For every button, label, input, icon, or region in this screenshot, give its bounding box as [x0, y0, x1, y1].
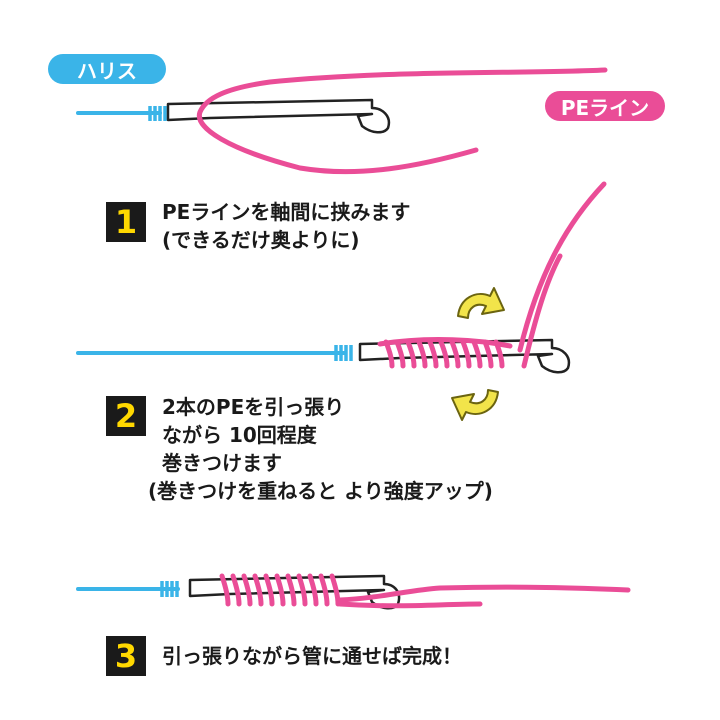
- step2-pe-line-c: [521, 253, 563, 369]
- pe-line-label: PEライン: [545, 91, 665, 121]
- step3-leader-wraps: [160, 581, 179, 597]
- step2-pe-line-b: [517, 181, 607, 353]
- step3-illustration: [76, 573, 631, 610]
- step2-line2: ながら 10回程度: [162, 423, 317, 447]
- step1-number: 1: [106, 202, 146, 242]
- step2-text: 2本のPEを引っ張り ながら 10回程度 巻きつけます (巻きつけを重ねると よ…: [148, 393, 493, 505]
- step1-line1: PEラインを軸間に挟みます: [162, 200, 411, 224]
- step2-line4: (巻きつけを重ねると より強度アップ): [148, 479, 493, 503]
- step3-pe-line-b: [337, 601, 483, 609]
- step1-illustration: [76, 67, 608, 175]
- step1-pe-line: [196, 67, 608, 175]
- step3-pe-wraps: [219, 573, 341, 607]
- step1-tube-tool: [166, 98, 391, 134]
- step1-leader-wraps: [148, 106, 167, 121]
- step2-illustration: [76, 181, 607, 421]
- harisu-label: ハリス: [48, 54, 166, 84]
- step2-line1: 2本のPEを引っ張り: [162, 395, 345, 419]
- rotation-arrow-bottom: [451, 389, 499, 421]
- step1-text: PEラインを軸間に挟みます (できるだけ奥よりに): [162, 198, 410, 254]
- step3-number: 3: [106, 636, 146, 676]
- step1-line2: (できるだけ奥よりに): [162, 228, 360, 252]
- step2-number: 2: [106, 396, 146, 436]
- step2-leader-wraps: [334, 345, 353, 361]
- step2-line3: 巻きつけます: [162, 451, 282, 475]
- step3-pe-line-a: [337, 584, 631, 603]
- step2-pe-wraps: [383, 339, 505, 369]
- step3-text: 引っ張りながら管に通せば完成！: [162, 644, 462, 668]
- rotation-arrow-top: [457, 287, 505, 319]
- rotation-arrows: [451, 287, 505, 421]
- step2-pe-line-a: [377, 337, 513, 349]
